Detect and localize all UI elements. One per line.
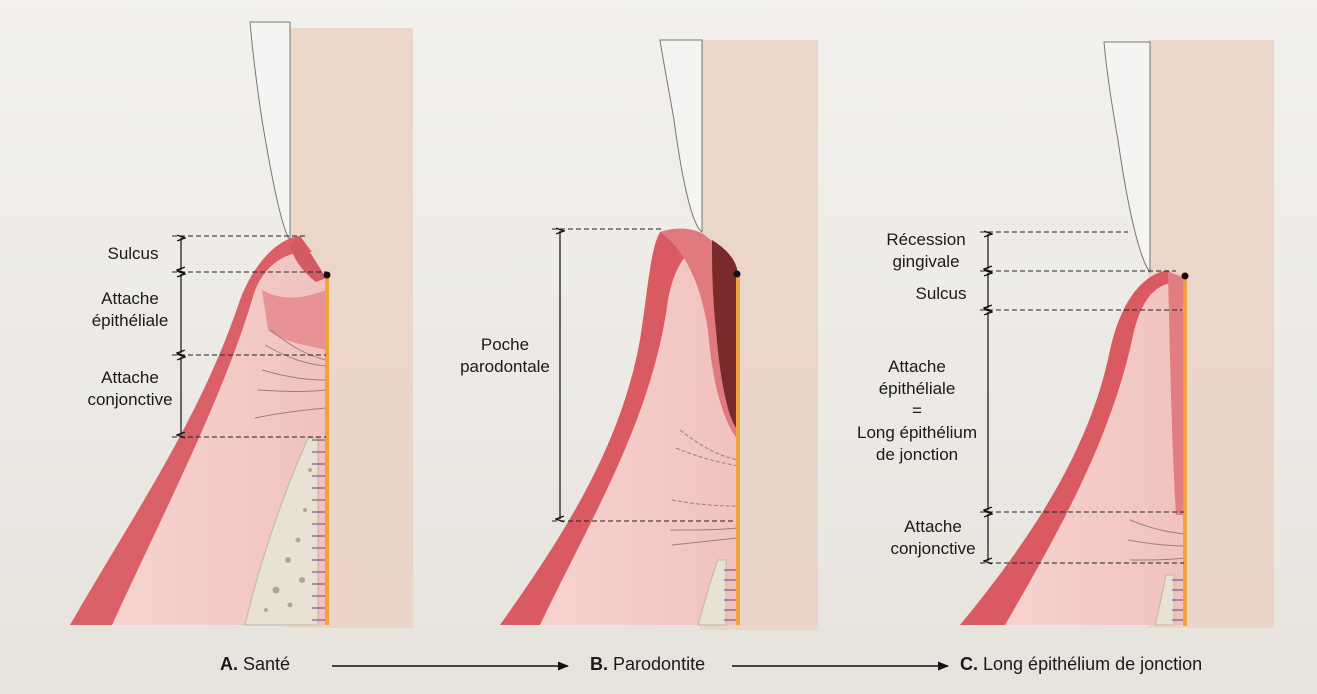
caption-title: Long épithélium de jonction <box>983 654 1202 674</box>
label-attache-conjonctive-c: Attache conjonctive <box>884 516 982 560</box>
label-attache-epitheliale-a: Attache épithéliale <box>82 288 178 332</box>
caption-c: C. Long épithélium de jonction <box>960 654 1202 675</box>
label-attache-conjonctive-a: Attache conjonctive <box>82 367 178 411</box>
label-line: Poche <box>450 334 560 356</box>
root-cementum <box>736 275 740 625</box>
cej-point <box>734 271 741 278</box>
label-line: Attache <box>848 356 986 378</box>
label-line: conjonctive <box>82 389 178 411</box>
label-line: Attache <box>82 288 178 310</box>
label-line: = <box>848 400 986 422</box>
root-cementum <box>325 275 329 625</box>
label-line: Attache <box>884 516 982 538</box>
caption-letter: A. <box>220 654 238 674</box>
enamel-crown <box>250 22 290 240</box>
label-line: épithéliale <box>82 310 178 332</box>
label-line: épithéliale <box>848 378 986 400</box>
label-sulcus-a: Sulcus <box>100 243 166 265</box>
enamel-crown <box>1104 42 1150 272</box>
label-line: Récession <box>870 229 982 251</box>
label-line: parodontale <box>450 356 560 378</box>
enamel-crown <box>660 40 702 232</box>
label-line: de jonction <box>848 444 986 466</box>
caption-title: Parodontite <box>613 654 705 674</box>
caption-a: A. Santé <box>220 654 290 675</box>
label-line: Attache <box>82 367 178 389</box>
root-cementum <box>1183 276 1187 626</box>
panel-c-artwork <box>960 40 1274 628</box>
caption-letter: B. <box>590 654 608 674</box>
caption-letter: C. <box>960 654 978 674</box>
label-long-epithelium: Attache épithéliale = Long épithélium de… <box>848 356 986 466</box>
cej-point <box>1182 273 1189 280</box>
label-poche-parodontale: Poche parodontale <box>450 334 560 378</box>
caption-b: B. Parodontite <box>590 654 705 675</box>
caption-title: Santé <box>243 654 290 674</box>
label-line: gingivale <box>870 251 982 273</box>
label-recession-gingivale: Récession gingivale <box>870 229 982 273</box>
label-line: Long épithélium <box>848 422 986 444</box>
label-sulcus-c: Sulcus <box>900 283 982 305</box>
label-line: conjonctive <box>884 538 982 560</box>
gingiva <box>960 270 1185 625</box>
